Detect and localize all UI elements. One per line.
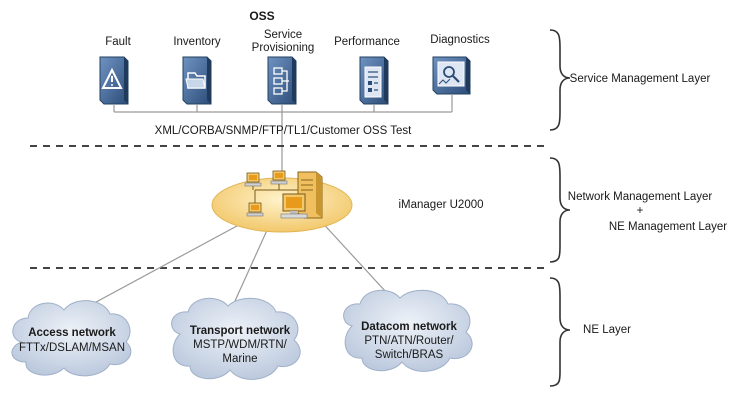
server-workstations-icon — [244, 170, 323, 219]
transport-network-line-2: Marine — [222, 353, 257, 365]
transport-network-line-1: MSTP/WDM/RTN/ — [193, 339, 288, 351]
diagnostics-icon — [432, 56, 471, 95]
inventory-folder-icon — [182, 56, 212, 105]
layer-label-network-management-3: NE Management Layer — [609, 221, 727, 233]
layer-label-service-management: Service Management Layer — [570, 73, 711, 85]
oss-interface-text: XML/CORBA/SNMP/FTP/TL1/Customer OSS Test — [155, 125, 412, 137]
oss-label-performance: Performance — [334, 36, 400, 48]
layer-label-network-management-1: Network Management Layer — [568, 191, 713, 203]
datacom-network-line-2: Switch/BRAS — [375, 349, 444, 361]
brace-service-management — [549, 29, 571, 131]
layer-label-network-management-2: + — [637, 205, 644, 217]
oss-label-fault: Fault — [105, 36, 131, 48]
brace-network-management — [549, 157, 571, 263]
access-network-line-1: FTTx/DSLAM/MSAN — [19, 342, 125, 354]
datacom-network-line-1: PTN/ATN/Router/ — [364, 335, 454, 347]
transport-network-cloud: Transport network MSTP/WDM/RTN/ Marine — [171, 297, 301, 380]
manager-label: iManager U2000 — [398, 199, 483, 211]
manager-links — [71, 217, 399, 316]
transport-network-title: Transport network — [190, 325, 291, 337]
oss-label-service-2: Provisioning — [252, 42, 315, 54]
oss-label-inventory: Inventory — [173, 36, 221, 48]
datacom-network-title: Datacom network — [361, 321, 457, 333]
imanager-platform — [211, 177, 353, 233]
access-network-title: Access network — [28, 327, 116, 339]
oss-title: OSS — [249, 9, 274, 23]
layer-label-ne: NE Layer — [583, 324, 631, 336]
service-provisioning-icon — [267, 56, 297, 105]
brace-ne — [549, 277, 571, 387]
oss-label-diagnostics: Diagnostics — [430, 34, 490, 46]
fault-warning-icon — [99, 56, 129, 105]
performance-icon — [359, 56, 389, 105]
oss-label-service-1: Service — [264, 29, 302, 41]
layer-braces — [549, 29, 571, 387]
datacom-network-cloud: Datacom network PTN/ATN/Router/ Switch/B… — [343, 289, 473, 372]
access-network-cloud: Access network FTTx/DSLAM/MSAN — [11, 300, 132, 377]
